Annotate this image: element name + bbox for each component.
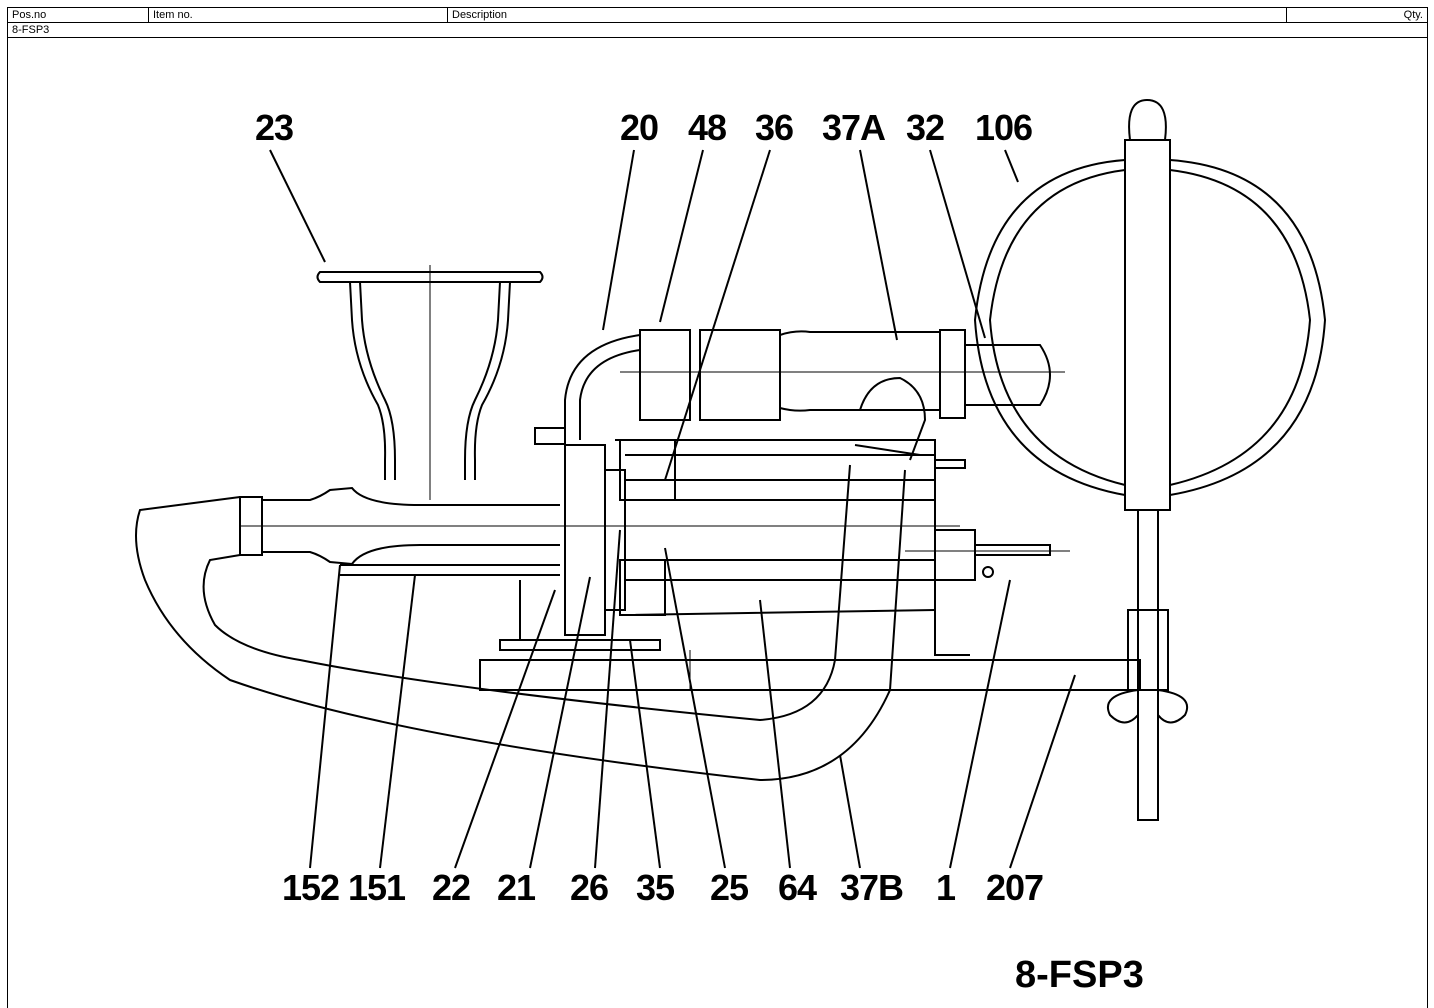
discharge-assembly	[564, 329, 1065, 461]
suction-hose	[135, 464, 906, 782]
leader-lines	[269, 149, 1076, 869]
drawing-frame	[7, 37, 1428, 1008]
callout-22: 22	[432, 867, 470, 908]
callout-48: 48	[688, 107, 726, 148]
base-frame	[479, 580, 1141, 691]
callout-37b: 37B	[840, 867, 903, 908]
callout-35: 35	[636, 867, 675, 908]
callout-26: 26	[570, 867, 608, 908]
callout-25: 25	[710, 867, 749, 908]
parts-table-row[interactable]: 8-FSP3	[7, 22, 1428, 38]
callout-151: 151	[348, 867, 406, 908]
drawing-title: 8-FSP3	[1015, 954, 1144, 996]
callout-207: 207	[986, 867, 1043, 908]
inlet-pipe	[239, 486, 960, 576]
callout-37a: 37A	[822, 107, 886, 148]
callout-32: 32	[906, 107, 944, 148]
callout-21: 21	[497, 867, 536, 908]
col-description: Description	[448, 8, 1287, 22]
col-qty: Qty.	[1403, 9, 1423, 21]
inlet-hopper	[316, 265, 544, 500]
callout-36: 36	[755, 107, 793, 148]
callout-152: 152	[282, 867, 339, 908]
col-pos-no: Pos.no	[8, 8, 149, 22]
pump-body	[534, 427, 1070, 636]
callout-1: 1	[936, 867, 956, 908]
callout-20: 20	[620, 107, 658, 148]
callout-labels: 23 20 48 36 37A 32 106 152 151 22 21 26 …	[255, 107, 1144, 996]
row-code: 8-FSP3	[12, 24, 50, 36]
cable-reel	[973, 98, 1327, 821]
callout-64: 64	[778, 867, 817, 908]
callout-23: 23	[255, 107, 293, 148]
callout-106: 106	[975, 107, 1032, 148]
col-item-no: Item no.	[149, 8, 448, 22]
